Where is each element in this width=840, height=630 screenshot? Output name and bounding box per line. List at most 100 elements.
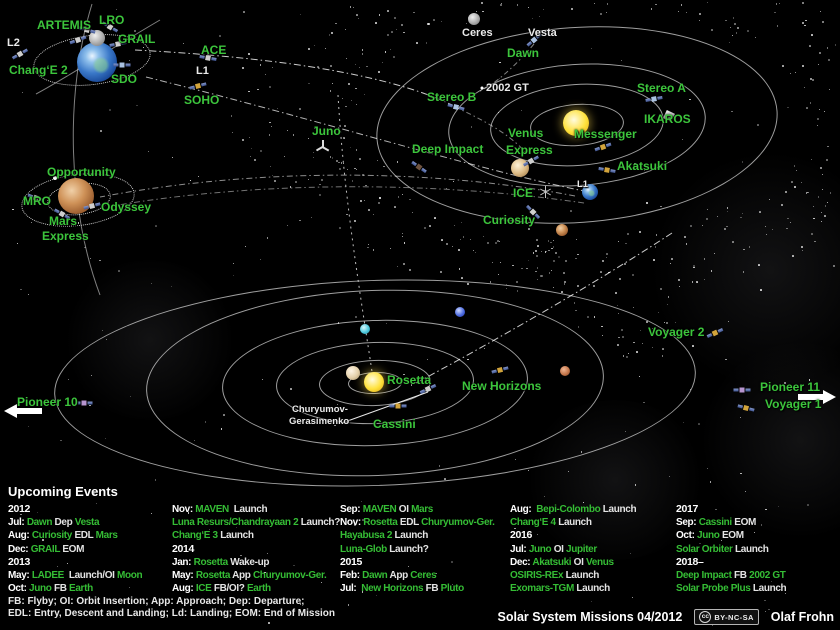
star <box>739 417 741 419</box>
star <box>68 378 70 380</box>
belt-dot <box>545 250 547 253</box>
star <box>128 60 130 62</box>
belt-dot <box>379 197 381 199</box>
belt-dot <box>321 179 323 182</box>
belt-dot <box>354 220 357 223</box>
belt-dot <box>791 181 794 184</box>
star <box>355 149 358 151</box>
star <box>51 400 53 402</box>
star <box>570 210 572 213</box>
star <box>264 572 266 574</box>
event-text: Dec: <box>510 556 533 568</box>
nebula-cloud <box>650 150 840 390</box>
belt-dot <box>627 233 630 236</box>
belt-dot <box>329 156 331 158</box>
belt-dot <box>276 107 279 110</box>
event-text: FB <box>734 569 750 581</box>
belt-dot <box>389 247 391 249</box>
belt-dot <box>821 21 824 24</box>
belt-dot <box>341 97 344 100</box>
star <box>638 376 640 378</box>
belt-dot <box>668 296 670 298</box>
event-text: Aug: <box>8 530 32 542</box>
event-text: Launch <box>752 583 787 595</box>
belt-dot <box>356 14 358 16</box>
belt-dot <box>699 12 702 15</box>
star <box>375 595 377 597</box>
star <box>209 528 211 530</box>
star <box>715 508 717 511</box>
belt-dot <box>717 215 719 217</box>
belt-dot <box>809 102 812 104</box>
event-text: EOM <box>734 517 756 529</box>
belt-dot <box>536 267 539 269</box>
belt-dot <box>496 240 499 243</box>
star <box>376 159 378 161</box>
belt-dot <box>365 185 367 187</box>
belt-dot <box>553 287 555 289</box>
belt-dot <box>527 6 529 9</box>
belt-dot <box>358 17 360 19</box>
trajectory-mars-transfer-2 <box>117 186 585 206</box>
belt-dot <box>704 278 706 280</box>
star <box>267 622 270 624</box>
event-line: Deep Impact FB 2002 GT <box>676 569 786 582</box>
belt-dot <box>254 159 257 162</box>
star <box>362 519 364 522</box>
deep-impact-label: Deep Impact <box>412 142 484 156</box>
star <box>27 426 29 428</box>
belt-dot <box>729 26 732 29</box>
star <box>261 378 263 380</box>
event-text: EOM <box>721 530 744 542</box>
star <box>731 110 733 112</box>
belt-dot <box>824 205 827 207</box>
star <box>147 150 149 152</box>
belt-dot <box>817 63 820 66</box>
event-text: Deep Impact <box>676 569 735 581</box>
event-text: OSIRIS-REx <box>510 569 566 581</box>
star <box>709 481 712 483</box>
star <box>118 270 120 272</box>
event-text: Nov: <box>172 504 196 515</box>
belt-dot <box>339 227 342 229</box>
belt-dot <box>827 146 829 148</box>
event-line: Jul: New Horizons FB Pluto <box>340 582 495 595</box>
belt-dot <box>817 125 819 127</box>
star <box>483 347 485 349</box>
belt-dot <box>352 6 354 8</box>
star <box>444 478 446 480</box>
belt-dot <box>742 213 744 215</box>
star <box>336 403 339 405</box>
star <box>726 210 728 213</box>
star <box>21 92 23 93</box>
star <box>699 542 702 545</box>
star <box>537 533 539 535</box>
belt-dot <box>466 283 469 285</box>
belt-dot <box>290 186 292 188</box>
star <box>527 260 529 262</box>
star <box>646 202 648 204</box>
belt-dot <box>677 11 679 13</box>
event-text: Launch <box>565 569 600 581</box>
belt-dot <box>269 85 271 88</box>
event-text: Mars <box>95 530 118 542</box>
event-text: Dawn <box>26 517 55 529</box>
belt-dot <box>726 225 728 228</box>
star <box>643 401 645 403</box>
belt-dot <box>259 150 262 153</box>
belt-dot <box>500 3 502 6</box>
belt-dot <box>563 283 566 285</box>
event-line: OSIRIS-REx Launch <box>510 569 636 582</box>
belt-dot <box>802 249 804 251</box>
event-text: Oct: <box>8 583 30 595</box>
star <box>590 600 593 603</box>
belt-dot <box>460 239 462 241</box>
belt-dot <box>429 225 432 227</box>
churyumov-1-label: Churyumov- <box>292 404 348 415</box>
belt-dot <box>413 12 415 14</box>
belt-dot <box>600 13 603 16</box>
star <box>142 47 144 49</box>
event-line: Jul: Dawn Dep Vesta <box>8 516 142 529</box>
belt-dot <box>454 224 456 226</box>
belt-dot <box>728 42 731 44</box>
